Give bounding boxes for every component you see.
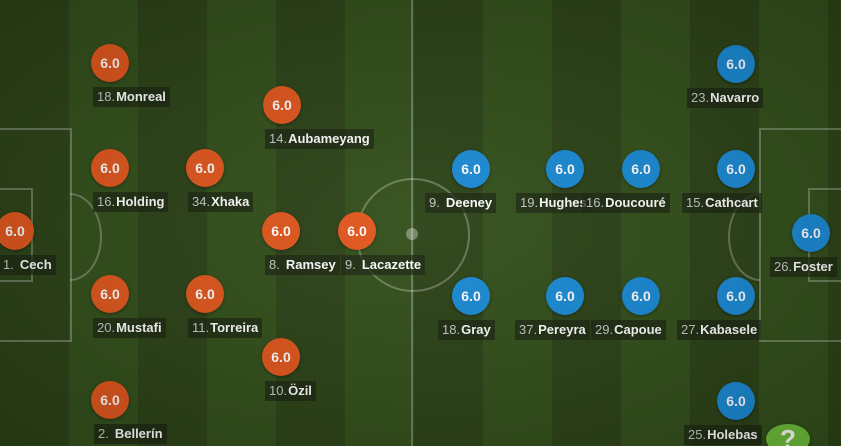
player-label[interactable]: 18.Monreal — [93, 87, 170, 107]
player-label[interactable]: 19.Hughes — [516, 193, 591, 213]
player-label[interactable]: 20.Mustafi — [93, 318, 166, 338]
player-name: Bellerín — [114, 426, 163, 441]
player-number: 8. — [269, 257, 280, 272]
rating-badge[interactable]: 6.0 — [91, 149, 129, 187]
player-label[interactable]: 16.Doucouré — [582, 193, 670, 213]
player-name: Aubameyang — [288, 131, 370, 146]
player-number: 20. — [97, 320, 116, 335]
player-name: Gray — [461, 322, 491, 337]
player-number: 27. — [681, 322, 700, 337]
player-name: Deeney — [445, 195, 493, 210]
player-number: 16. — [586, 195, 605, 210]
player-label[interactable]: 23.Navarro — [687, 88, 764, 108]
player-name: Holding — [116, 194, 165, 209]
player-label[interactable]: 15.Cathcart — [682, 193, 762, 213]
player-name: Mustafi — [116, 320, 162, 335]
player-number: 1. — [3, 257, 14, 272]
player-label[interactable]: 29.Capoue — [591, 320, 666, 340]
player-name: Holebas — [707, 427, 758, 442]
player-number: 15. — [686, 195, 705, 210]
player-label[interactable]: 18.Gray — [438, 320, 495, 340]
player-number: 9. — [429, 195, 440, 210]
rating-badge[interactable]: 6.0 — [546, 150, 584, 188]
player-label[interactable]: 26.Foster — [770, 257, 837, 277]
player-name: Kabasele — [700, 322, 758, 337]
player-number: 10. — [269, 383, 288, 398]
player-name: Lacazette — [361, 257, 422, 272]
player-label[interactable]: 9. Deeney — [425, 193, 497, 213]
player-label[interactable]: 11.Torreira — [188, 318, 263, 338]
rating-badge[interactable]: 6.0 — [717, 382, 755, 420]
player-number: 11. — [192, 320, 210, 335]
player-number: 29. — [595, 322, 614, 337]
player-label[interactable]: 14.Aubameyang — [265, 129, 374, 149]
player-label[interactable]: 1. Cech — [0, 255, 56, 275]
player-name: Cathcart — [705, 195, 758, 210]
player-number: 14. — [269, 131, 288, 146]
player-label[interactable]: 9. Lacazette — [341, 255, 426, 275]
rating-badge[interactable]: 6.0 — [0, 212, 34, 250]
rating-badge[interactable]: 6.0 — [452, 150, 490, 188]
rating-badge[interactable]: 6.0 — [338, 212, 376, 250]
rating-badge[interactable]: 6.0 — [717, 277, 755, 315]
player-name: Capoue — [614, 322, 662, 337]
player-name: Navarro — [710, 90, 760, 105]
player-label[interactable]: 37.Pereyra — [515, 320, 590, 340]
player-name: Xhaka — [211, 194, 250, 209]
player-number: 19. — [520, 195, 539, 210]
player-number: 37. — [519, 322, 538, 337]
player-label[interactable]: 27.Kabasele — [677, 320, 762, 340]
player-name: Monreal — [116, 89, 166, 104]
player-name: Torreira — [210, 320, 259, 335]
player-number: 25. — [688, 427, 707, 442]
player-number: 23. — [691, 90, 710, 105]
rating-badge[interactable]: 6.0 — [262, 212, 300, 250]
rating-badge[interactable]: 6.0 — [546, 277, 584, 315]
rating-badge[interactable]: 6.0 — [186, 275, 224, 313]
rating-badge[interactable]: 6.0 — [186, 149, 224, 187]
rating-badge[interactable]: 6.0 — [91, 381, 129, 419]
help-icon[interactable]: ? — [766, 424, 810, 446]
rating-badge[interactable]: 6.0 — [792, 214, 830, 252]
player-label[interactable]: 25.Holebas — [684, 425, 762, 445]
rating-badge[interactable]: 6.0 — [717, 45, 755, 83]
rating-badge[interactable]: 6.0 — [622, 150, 660, 188]
player-number: 18. — [442, 322, 461, 337]
player-label[interactable]: 34.Xhaka — [188, 192, 254, 212]
player-number: 26. — [774, 259, 793, 274]
player-name: Hughes — [539, 195, 587, 210]
rating-badge[interactable]: 6.0 — [452, 277, 490, 315]
player-label[interactable]: 2. Bellerín — [94, 424, 167, 444]
player-number: 2. — [98, 426, 109, 441]
rating-badge[interactable]: 6.0 — [263, 86, 301, 124]
rating-badge[interactable]: 6.0 — [262, 338, 300, 376]
player-name: Özil — [288, 383, 312, 398]
player-number: 34. — [192, 194, 211, 209]
player-number: 9. — [345, 257, 356, 272]
right-penalty-box — [759, 128, 841, 342]
player-number: 18. — [97, 89, 116, 104]
player-name: Doucouré — [605, 195, 666, 210]
player-name: Ramsey — [285, 257, 336, 272]
center-spot — [406, 228, 418, 240]
player-number: 16. — [97, 194, 116, 209]
rating-badge[interactable]: 6.0 — [91, 44, 129, 82]
rating-badge[interactable]: 6.0 — [91, 275, 129, 313]
rating-badge[interactable]: 6.0 — [622, 277, 660, 315]
player-label[interactable]: 16.Holding — [93, 192, 169, 212]
player-name: Foster — [793, 259, 833, 274]
player-name: Cech — [19, 257, 52, 272]
player-name: Pereyra — [538, 322, 586, 337]
rating-badge[interactable]: 6.0 — [717, 150, 755, 188]
player-label[interactable]: 8. Ramsey — [265, 255, 340, 275]
player-label[interactable]: 10.Özil — [265, 381, 316, 401]
